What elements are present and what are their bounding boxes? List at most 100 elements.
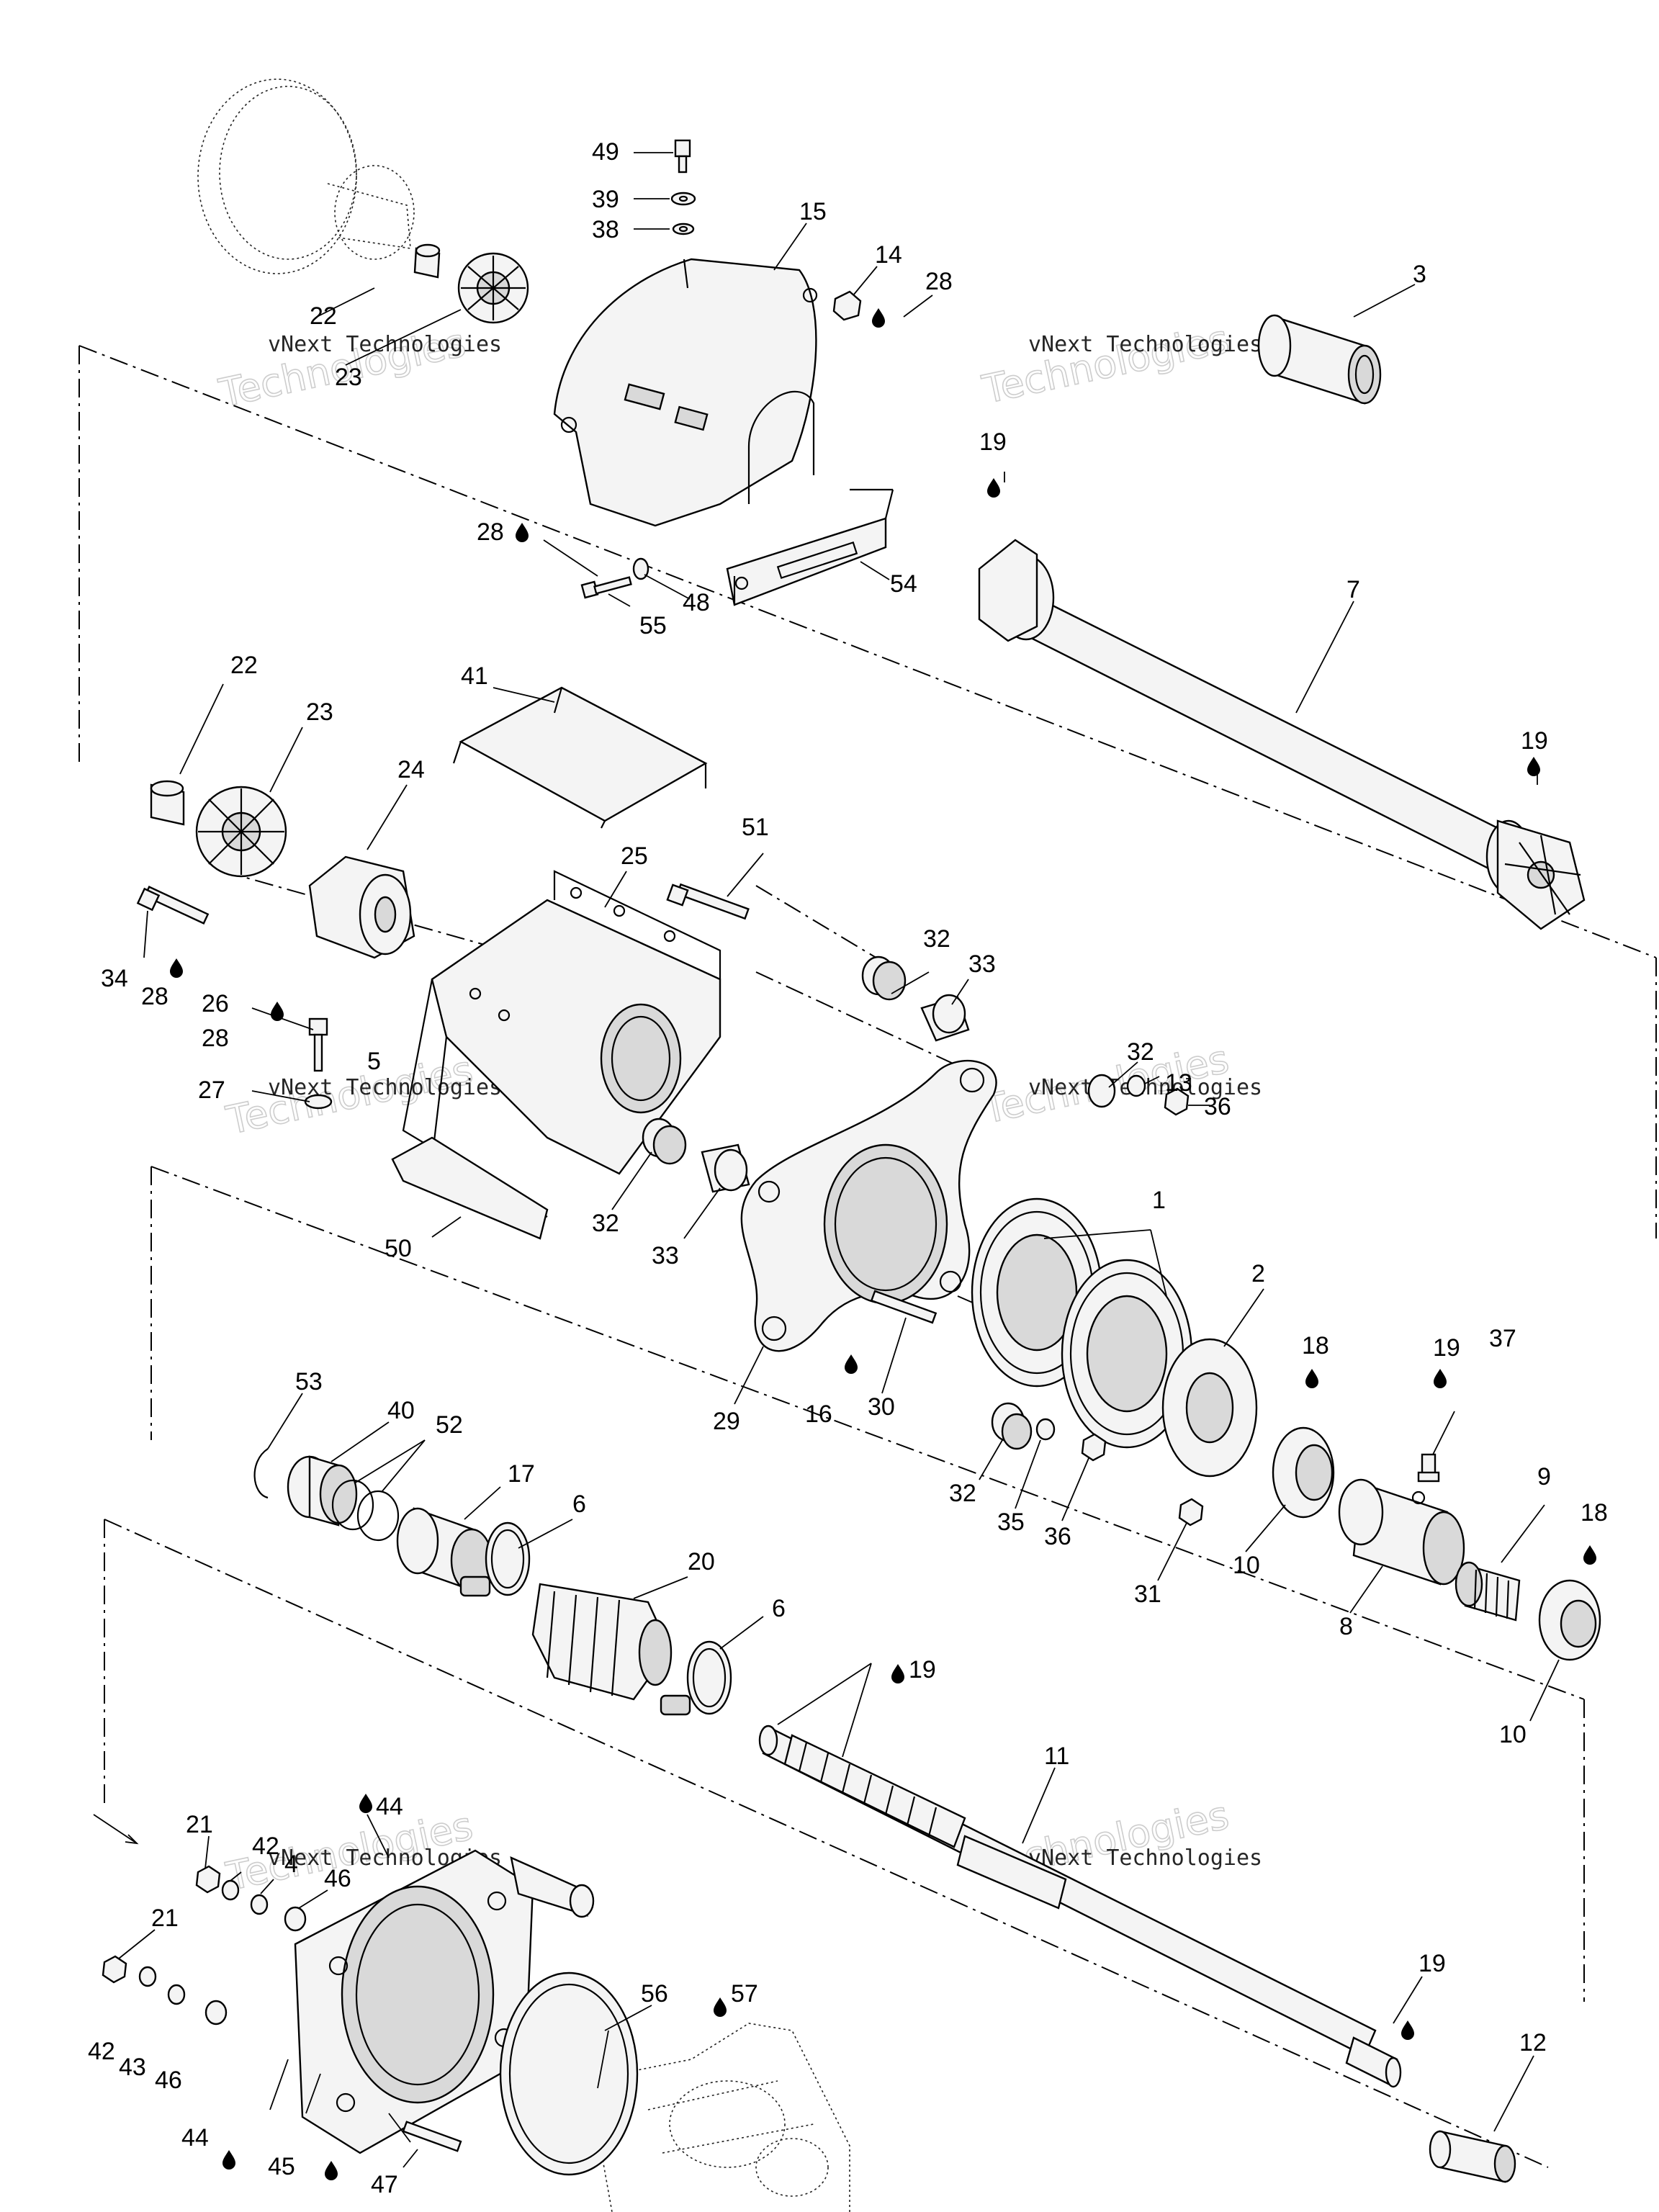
part-47-stud: [402, 2121, 462, 2152]
label-part-42-b: 42: [88, 2038, 115, 2065]
drop-icon-28-mid: [516, 523, 529, 542]
part-23-coupling: [195, 786, 287, 878]
part-55-bolt: [580, 576, 632, 599]
watermark-text-6: vNext Technologies: [1028, 1845, 1262, 1871]
part-43-washer-b: [167, 1984, 186, 2005]
label-part-3: 3: [1413, 261, 1426, 288]
label-part-15: 15: [799, 198, 827, 225]
drop-icon-28-c: [271, 1002, 284, 1021]
label-part-10-b: 10: [1499, 1721, 1527, 1748]
label-part-40: 40: [387, 1397, 415, 1424]
drop-icon-28-top: [872, 308, 885, 328]
label-part-48: 48: [683, 589, 710, 616]
watermark-text-3: vNext Technologies: [268, 1075, 502, 1100]
label-part-38: 38: [592, 216, 619, 243]
label-part-7: 7: [1346, 576, 1360, 603]
drop-icon-19-e: [1401, 2020, 1414, 2040]
drop-icon-16: [845, 1354, 858, 1374]
label-part-50: 50: [385, 1235, 412, 1262]
part-42-washer-b: [138, 1966, 157, 1987]
label-part-28-mid: 28: [477, 518, 504, 546]
part-34-bolt: [136, 886, 210, 925]
label-part-47: 47: [371, 2171, 398, 2198]
label-part-36-bottom: 36: [1044, 1523, 1071, 1550]
label-part-39: 39: [592, 186, 619, 213]
part-9-needle-bearing: [1455, 1561, 1521, 1622]
part-21-nut-b: [102, 1955, 127, 1984]
part-24-flange: [308, 855, 415, 959]
part-35-washer: [1035, 1418, 1056, 1441]
label-part-21-a: 21: [186, 1811, 213, 1838]
label-part-44-top: 44: [376, 1793, 403, 1820]
watermark-group: Technologies Technologies Technologies T…: [215, 315, 1262, 1900]
label-part-52: 52: [436, 1411, 463, 1439]
label-part-19-b: 19: [1521, 727, 1548, 755]
label-part-10-a: 10: [1233, 1552, 1260, 1579]
part-23-coupling-upper: [457, 252, 529, 324]
part-50-base-plate: [391, 1136, 549, 1240]
label-part-26: 26: [202, 990, 229, 1017]
part-33-bushing-a: [920, 994, 970, 1042]
label-part-6-a: 6: [572, 1491, 586, 1518]
part-7-driveshaft: [978, 539, 1586, 930]
ghost-drive-pulley: [197, 78, 415, 274]
label-part-46-a: 46: [324, 1865, 351, 1892]
label-part-19-a: 19: [979, 428, 1007, 456]
label-part-14: 14: [875, 241, 902, 269]
label-part-4: 4: [284, 1851, 298, 1878]
part-51-bolt: [666, 883, 750, 920]
part-2-plate: [1161, 1338, 1258, 1478]
drop-icon-19-a: [987, 478, 1000, 498]
label-part-11: 11: [1044, 1743, 1069, 1770]
label-part-17: 17: [508, 1460, 535, 1488]
label-part-19-c: 19: [1433, 1334, 1460, 1362]
label-part-22: 22: [230, 652, 258, 679]
label-part-33-b: 33: [652, 1242, 679, 1269]
part-4-washer-a: [250, 1894, 269, 1915]
part-12-cap: [1429, 2130, 1516, 2183]
label-part-41: 41: [461, 662, 488, 690]
label-part-24: 24: [397, 756, 425, 783]
label-part-55: 55: [639, 612, 667, 639]
drop-icon-19-d: [891, 1664, 904, 1683]
label-part-43: 43: [119, 2054, 146, 2081]
label-part-28-top: 28: [925, 268, 953, 295]
part-54-bracket: [726, 488, 894, 606]
part-14-nut: [832, 290, 862, 321]
part-32-bushing-c: [991, 1402, 1033, 1450]
label-part-37: 37: [1489, 1325, 1516, 1352]
part-21-nut-a: [195, 1865, 221, 1894]
part-56-ring: [499, 1972, 639, 2176]
part-29-bearing-support: [740, 1059, 997, 1352]
part-32-bushing-d: [1087, 1074, 1116, 1108]
part-53-circlip: [253, 1448, 269, 1499]
part-8-bushing: [1338, 1478, 1465, 1586]
label-part-54: 54: [890, 570, 917, 598]
label-part-1: 1: [1152, 1187, 1166, 1214]
part-41-plate: [452, 686, 708, 829]
part-37-grease-fitting: [1417, 1453, 1440, 1483]
label-part-20: 20: [688, 1548, 715, 1575]
part-36-nut: [1081, 1433, 1107, 1462]
label-part-2: 2: [1251, 1260, 1265, 1287]
label-part-56: 56: [641, 1980, 668, 2008]
part-20-boot: [531, 1583, 673, 1701]
part-48-washer: [632, 557, 649, 580]
label-part-46-b: 46: [155, 2067, 182, 2094]
part-15-guard: [553, 258, 818, 527]
part-22-bushing: [150, 780, 185, 826]
part-38-washer: [672, 222, 695, 235]
label-part-28-c: 28: [202, 1025, 229, 1052]
label-part-16: 16: [805, 1401, 832, 1428]
watermark-bg-2: Technologies: [979, 316, 1233, 413]
part-52-o-rings: [331, 1479, 400, 1542]
label-part-51: 51: [742, 814, 769, 841]
label-part-19-e: 19: [1419, 1950, 1446, 1977]
part-25-support: [402, 870, 721, 1218]
part-26-bolt: [308, 1017, 328, 1072]
label-part-42-a: 42: [252, 1833, 279, 1860]
drop-icon-47: [325, 2161, 338, 2180]
part-27-washer: [304, 1094, 333, 1110]
part-30-stud: [870, 1290, 938, 1324]
part-11-shaft: [758, 1725, 1402, 2088]
